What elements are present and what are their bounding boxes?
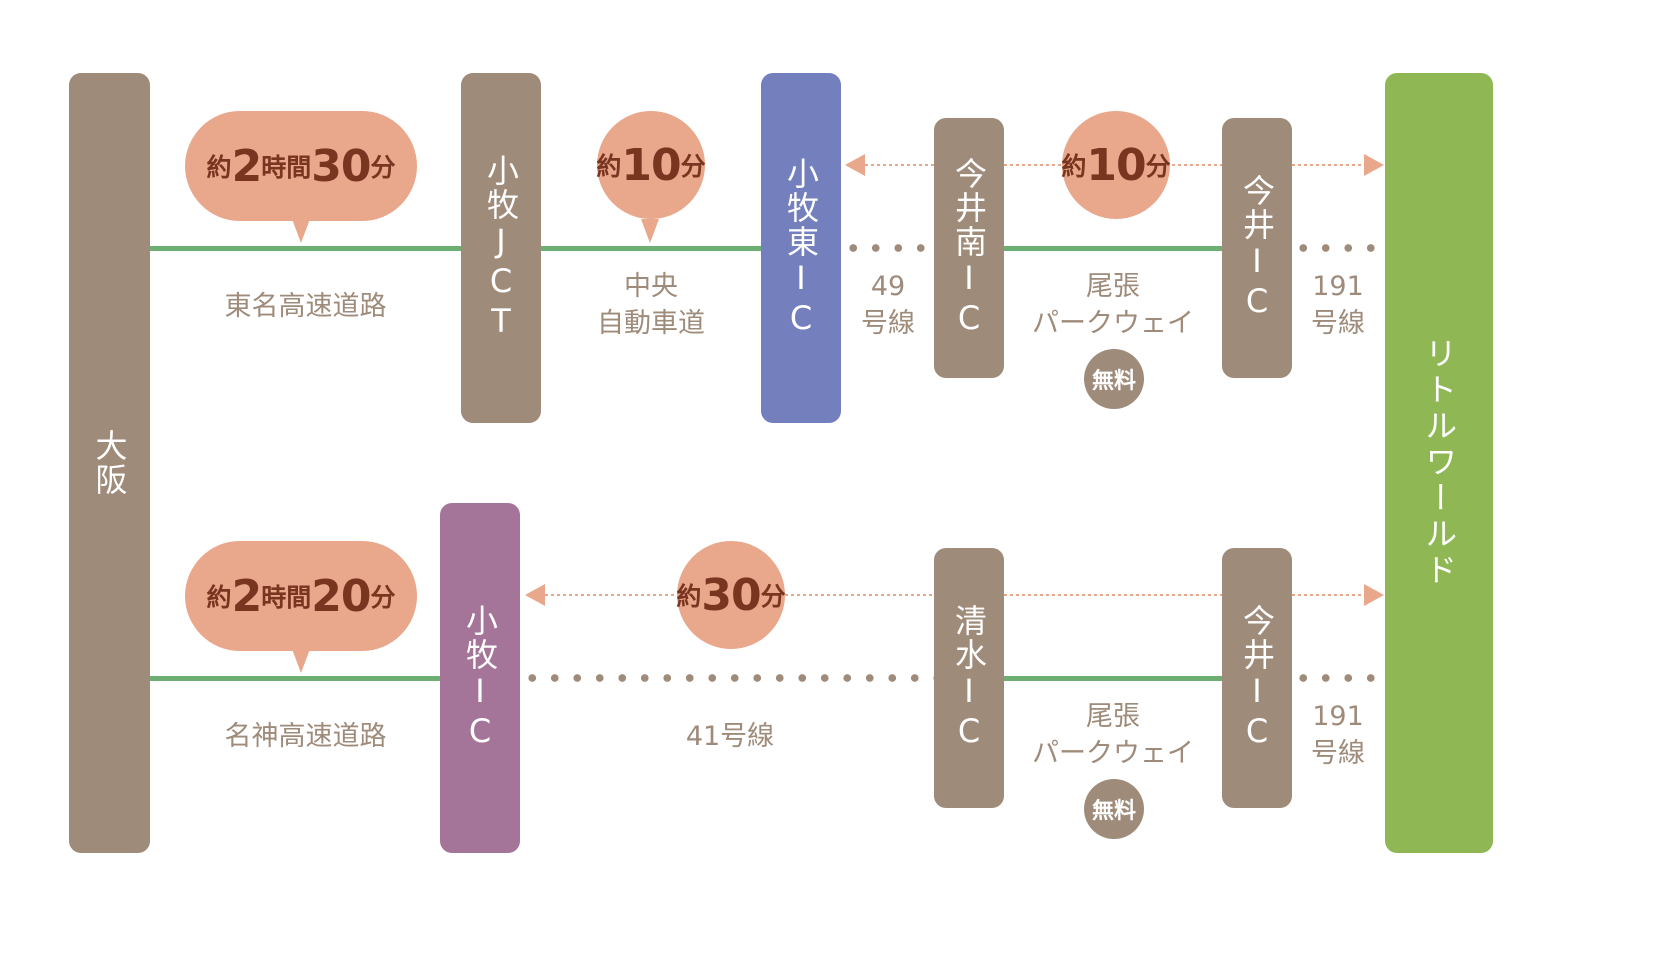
node-komaki-ic: 小牧IC bbox=[440, 503, 520, 853]
road-route191-line2: 号線 bbox=[1311, 308, 1365, 339]
time-minutes-unit: 分 bbox=[370, 583, 396, 612]
node-shimizu-ic: 清水IC bbox=[934, 548, 1004, 808]
destination-little-world: リトルワールド bbox=[1385, 73, 1493, 853]
origin-osaka: 大阪 bbox=[69, 73, 150, 853]
road-chuo-label: 中央 自動車道 bbox=[541, 268, 761, 342]
road-chuo-label-line2: 自動車道 bbox=[597, 308, 705, 339]
road-chuo-line bbox=[541, 246, 761, 251]
road-route41-dots bbox=[521, 674, 934, 682]
road-meishin-line bbox=[150, 676, 440, 681]
road-meishin-label: 名神高速道路 bbox=[224, 721, 387, 752]
arrow-line bbox=[1004, 594, 1222, 596]
road-owari-bottom-line bbox=[1004, 676, 1222, 681]
destination-label: リトルワールド bbox=[1420, 337, 1458, 589]
node-imai-ic-top: 今井IC bbox=[1222, 118, 1292, 378]
time-hours-unit: 時間 bbox=[261, 153, 312, 182]
arrow-left-icon bbox=[845, 154, 865, 176]
time-prefix: 約 bbox=[676, 582, 702, 611]
time-hours: 2 bbox=[231, 140, 263, 192]
node-imai-minami-ic-label: 今井南IC bbox=[950, 157, 988, 339]
road-owari-top-line bbox=[1004, 246, 1222, 251]
road-owari-line1: 尾張 bbox=[1086, 271, 1140, 302]
road-route49-label: 49 号線 bbox=[842, 268, 934, 342]
road-route191-bottom-label: 191 号線 bbox=[1292, 698, 1384, 772]
time-minutes-unit: 分 bbox=[1145, 152, 1171, 181]
arrow-right-icon bbox=[1364, 154, 1384, 176]
bubble-tail bbox=[292, 649, 310, 673]
road-route191-top-label: 191 号線 bbox=[1292, 268, 1384, 342]
road-owari-line2: パークウェイ bbox=[1032, 738, 1194, 769]
road-owari-line1: 尾張 bbox=[1086, 701, 1140, 732]
node-imai-ic-bottom: 今井IC bbox=[1222, 548, 1292, 808]
road-route49-dots bbox=[842, 244, 934, 252]
node-komaki-jct-label: 小牧JCT bbox=[482, 154, 520, 342]
node-komaki-higashi-ic-label: 小牧東IC bbox=[782, 157, 820, 339]
time-minutes: 10 bbox=[1086, 139, 1146, 191]
road-route49-line2: 号線 bbox=[861, 308, 915, 339]
time-hours-unit: 時間 bbox=[261, 583, 312, 612]
time-minutes: 20 bbox=[311, 570, 371, 622]
time-minutes-unit: 分 bbox=[370, 153, 396, 182]
road-tomei-line bbox=[150, 246, 461, 251]
node-komaki-jct: 小牧JCT bbox=[461, 73, 541, 423]
bubble-tail bbox=[641, 219, 659, 243]
time-minutes-unit: 分 bbox=[680, 152, 706, 181]
road-route191-line2: 号線 bbox=[1311, 738, 1365, 769]
arrow-right-icon bbox=[1364, 584, 1384, 606]
free-badge-top: 無料 bbox=[1084, 349, 1144, 409]
node-shimizu-ic-label: 清水IC bbox=[950, 604, 988, 752]
arrow-line bbox=[1292, 164, 1364, 166]
time-prefix: 約 bbox=[596, 152, 622, 181]
node-komaki-higashi-ic: 小牧東IC bbox=[761, 73, 841, 423]
road-tomei-label: 東名高速道路 bbox=[224, 291, 387, 322]
node-imai-ic-top-label: 今井IC bbox=[1238, 174, 1276, 322]
time-prefix: 約 bbox=[206, 583, 232, 612]
bubble-tail bbox=[292, 219, 310, 243]
road-owari-bottom-label: 尾張 パークウェイ bbox=[1004, 698, 1222, 772]
time-hours: 2 bbox=[231, 570, 263, 622]
road-owari-top-label: 尾張 パークウェイ bbox=[1004, 268, 1222, 342]
node-komaki-ic-label: 小牧IC bbox=[461, 604, 499, 752]
node-imai-minami-ic: 今井南IC bbox=[934, 118, 1004, 378]
road-route191-bottom-dots bbox=[1292, 674, 1384, 682]
time-minutes: 10 bbox=[621, 139, 681, 191]
road-route191-line1: 191 bbox=[1312, 271, 1364, 302]
time-minutes: 30 bbox=[311, 140, 371, 192]
road-route191-line1: 191 bbox=[1312, 701, 1364, 732]
time-prefix: 約 bbox=[1061, 152, 1087, 181]
road-owari-line2: パークウェイ bbox=[1032, 308, 1194, 339]
time-minutes: 30 bbox=[701, 569, 761, 621]
road-chuo-label-line1: 中央 bbox=[624, 271, 678, 302]
road-route41-label: 41号線 bbox=[685, 721, 775, 752]
arrow-left-icon bbox=[525, 584, 545, 606]
road-route191-top-dots bbox=[1292, 244, 1384, 252]
free-badge-bottom: 無料 bbox=[1084, 779, 1144, 839]
time-prefix: 約 bbox=[206, 153, 232, 182]
node-imai-ic-bottom-label: 今井IC bbox=[1238, 604, 1276, 752]
arrow-line bbox=[1292, 594, 1364, 596]
arrow-line bbox=[865, 164, 934, 166]
road-route49-line1: 49 bbox=[870, 271, 906, 302]
origin-label: 大阪 bbox=[90, 429, 129, 497]
time-minutes-unit: 分 bbox=[760, 582, 786, 611]
